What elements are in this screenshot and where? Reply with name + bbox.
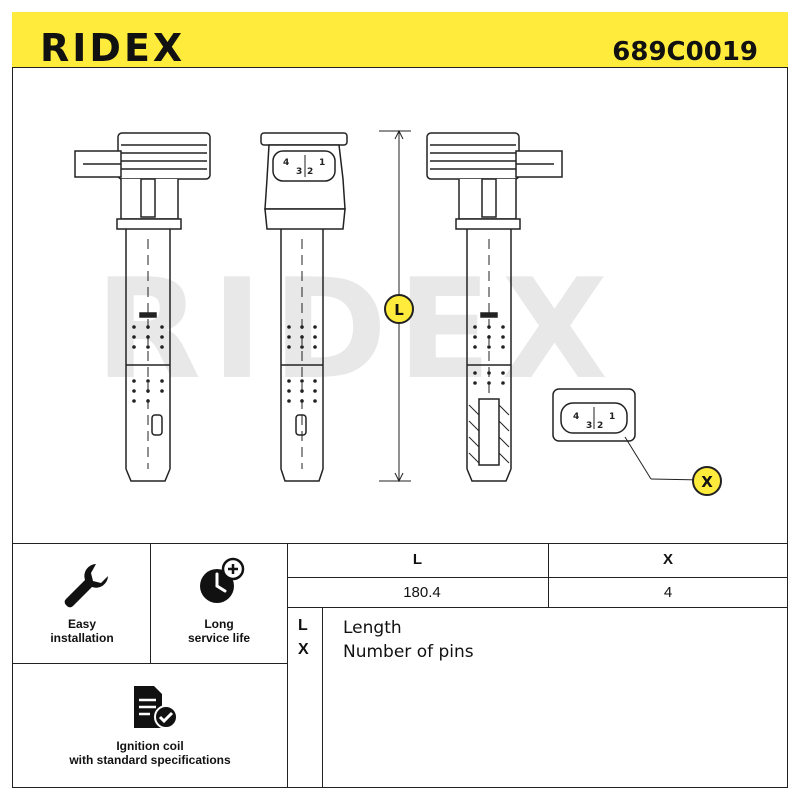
legend-key-x: X [298, 641, 309, 658]
connector-detail [552, 388, 704, 481]
svg-text:3: 3 [586, 421, 592, 431]
divider-features-right [287, 543, 288, 788]
table-value-length: 180.4 [403, 584, 441, 601]
clock-plus-icon [200, 557, 245, 603]
svg-text:4: 4 [573, 412, 579, 422]
divider-table-col [548, 543, 549, 607]
legend-key-l: L [298, 617, 308, 634]
divider-features-row [12, 663, 287, 664]
wrench-icon [64, 564, 108, 608]
divider-table-values [287, 607, 788, 608]
watermark: RIDEX [95, 249, 618, 410]
table-header-l: L [412, 551, 423, 568]
divider-features-mid [150, 543, 151, 663]
svg-text:X: X [701, 473, 713, 491]
front-pin-numbers: 4 3 2 1 [283, 158, 325, 177]
detail-pin-numbers: 4 3 2 1 [573, 412, 615, 431]
coil-side-view-right [426, 132, 563, 482]
feature-long-service-life: Long service life [187, 617, 251, 645]
svg-text:2: 2 [597, 421, 603, 431]
brand-logo: RIDEX [40, 26, 186, 70]
marker-x: X [692, 466, 722, 496]
divider-table-header [287, 577, 788, 578]
table-value-pins: 4 [663, 584, 673, 601]
document-check-icon [134, 686, 178, 729]
svg-text:3: 3 [296, 167, 302, 177]
svg-text:L: L [394, 301, 404, 319]
coil-front-view [260, 132, 348, 482]
feature-easy-installation: Easy installation [50, 617, 114, 645]
svg-text:1: 1 [319, 158, 325, 168]
divider-legend-key [322, 607, 323, 788]
divider-bottom-top [12, 543, 788, 544]
technical-drawing: RIDEX [74, 129, 722, 496]
svg-text:1: 1 [609, 412, 615, 422]
svg-text:2: 2 [307, 167, 313, 177]
coil-side-view-left [74, 132, 211, 482]
feature-standard-specs: Ignition coil with standard specificatio… [69, 739, 231, 767]
marker-l: L [384, 294, 414, 324]
table-header-x: X [662, 551, 673, 568]
part-number: 689C0019 [612, 37, 758, 67]
svg-text:4: 4 [283, 158, 289, 168]
legend-value-pins: Number of pins [343, 642, 474, 662]
legend-value-length: Length [343, 618, 402, 638]
header-bar: RIDEX 689C0019 [12, 12, 788, 68]
